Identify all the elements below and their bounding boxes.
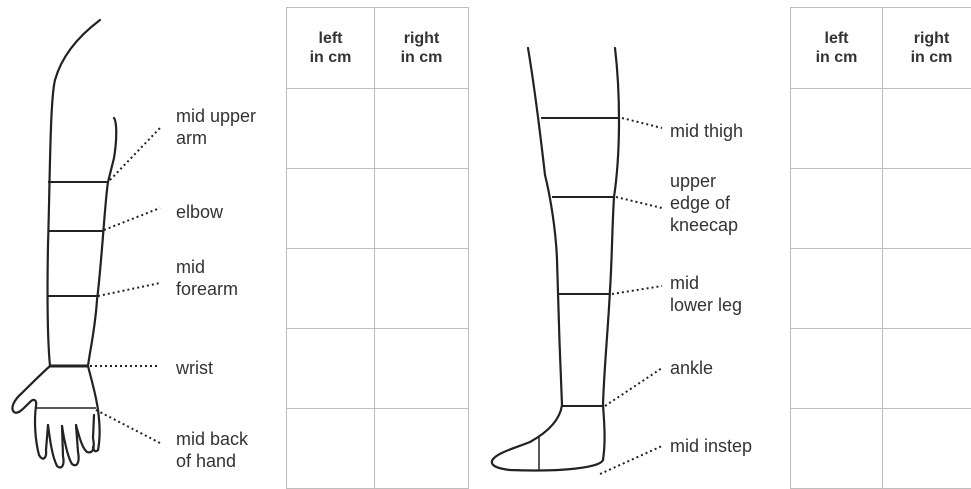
- leg-right-mid-thigh-cell[interactable]: [883, 89, 971, 169]
- leg-outline: [492, 48, 619, 471]
- arm-measure-table: left in cm right in cm: [286, 7, 469, 489]
- leg-right-kneecap-cell[interactable]: [883, 169, 971, 249]
- arm-right-header: right in cm: [375, 8, 469, 89]
- label-elbow: elbow: [176, 201, 223, 223]
- leg-left-mid-instep-cell[interactable]: [791, 409, 883, 489]
- arm-left-mid-back-of-hand-cell[interactable]: [287, 409, 375, 489]
- arm-left-wrist-cell[interactable]: [287, 329, 375, 409]
- label-wrist: wrist: [176, 357, 213, 379]
- leg-left-header: left in cm: [791, 8, 883, 89]
- arm-left-mid-forearm-cell[interactable]: [287, 249, 375, 329]
- leg-right-mid-instep-cell[interactable]: [883, 409, 971, 489]
- label-upper-edge-of-kneecap: upper edge of kneecap: [670, 170, 738, 236]
- leg-right-header: right in cm: [883, 8, 971, 89]
- arm-outline: [12, 20, 116, 468]
- label-mid-lower-leg: mid lower leg: [670, 272, 742, 316]
- leg-measure-table: left in cm right in cm: [790, 7, 971, 489]
- arm-left-header: left in cm: [287, 8, 375, 89]
- arm-right-mid-upper-arm-cell[interactable]: [375, 89, 469, 169]
- label-mid-back-of-hand: mid back of hand: [176, 428, 248, 472]
- arm-left-elbow-cell[interactable]: [287, 169, 375, 249]
- label-mid-thigh: mid thigh: [670, 120, 743, 142]
- leg-left-mid-lower-leg-cell[interactable]: [791, 249, 883, 329]
- arm-right-mid-forearm-cell[interactable]: [375, 249, 469, 329]
- leg-left-mid-thigh-cell[interactable]: [791, 89, 883, 169]
- leg-left-ankle-cell[interactable]: [791, 329, 883, 409]
- leg-right-ankle-cell[interactable]: [883, 329, 971, 409]
- arm-right-elbow-cell[interactable]: [375, 169, 469, 249]
- leg-measure-lines: [539, 118, 620, 470]
- arm-right-mid-back-of-hand-cell[interactable]: [375, 409, 469, 489]
- label-mid-forearm: mid forearm: [176, 256, 238, 300]
- label-mid-instep: mid instep: [670, 435, 752, 457]
- leg-left-kneecap-cell[interactable]: [791, 169, 883, 249]
- arm-left-mid-upper-arm-cell[interactable]: [287, 89, 375, 169]
- leg-right-mid-lower-leg-cell[interactable]: [883, 249, 971, 329]
- arm-leaders: [90, 128, 160, 443]
- label-mid-upper-arm: mid upper arm: [176, 105, 256, 149]
- arm-right-wrist-cell[interactable]: [375, 329, 469, 409]
- label-ankle: ankle: [670, 357, 713, 379]
